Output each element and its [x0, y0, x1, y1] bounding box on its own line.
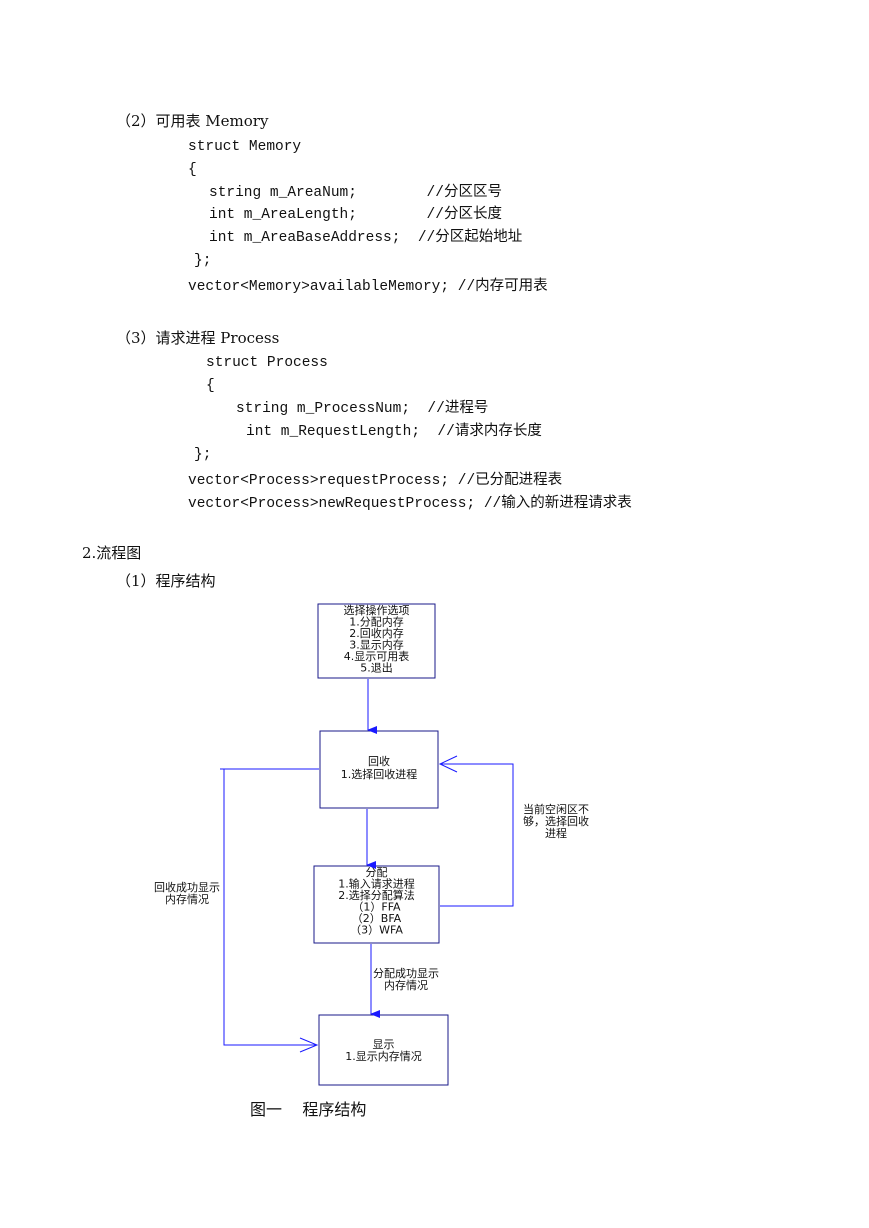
label-right-line: 够，选择回收: [523, 814, 589, 828]
label-insufficient-space: 当前空闲区不够，选择回收进程: [523, 802, 589, 840]
code-line: string m_AreaNum; //分区区号: [209, 185, 502, 201]
menu-box-line: 4.显示可用表: [344, 649, 410, 663]
code-line: struct Process: [206, 355, 328, 371]
label-recycle-success: 回收成功显示内存情况: [154, 880, 220, 906]
code-line: vector<Memory>availableMemory; //内存可用表: [188, 279, 548, 295]
allocate-box-line: （2）BFA: [352, 912, 402, 925]
menu-box-line: 3.显示内存: [349, 638, 404, 652]
code-line: struct Memory: [188, 139, 302, 155]
code-line: string m_ProcessNum; //进程号: [236, 401, 489, 417]
code-line: };: [194, 447, 212, 463]
label-left-line: 回收成功显示: [154, 880, 220, 894]
svg-text:回收1.选择回收进程: 回收1.选择回收进程: [341, 754, 418, 781]
menu-box-line: 1.分配内存: [349, 615, 404, 629]
allocate-box-line: （3）WFA: [350, 924, 403, 937]
svg-text:显示1.显示内存情况: 显示1.显示内存情况: [345, 1038, 422, 1063]
memory-heading: （2）可用表 Memory: [116, 112, 269, 130]
label-bottom-line: 内存情况: [384, 978, 428, 992]
label-right-line: 进程: [545, 827, 567, 840]
section-subtitle: （1）程序结构: [116, 572, 216, 590]
connectors: [220, 679, 514, 1053]
allocate-box-line: （1）FFA: [352, 901, 401, 914]
label-bottom-line: 分配成功显示: [373, 967, 439, 980]
display-box-line: 1.显示内存情况: [345, 1049, 422, 1063]
label-right-line: 当前空闲区不: [523, 802, 589, 816]
allocate-box-line: 分配: [366, 866, 388, 879]
code-line: int m_AreaLength; //分区长度: [209, 207, 502, 223]
code-line: vector<Process>newRequestProcess; //输入的新…: [188, 496, 632, 512]
allocate-box-line: 1.输入请求进程: [338, 877, 415, 891]
label-allocate-success: 分配成功显示内存情况: [373, 967, 439, 992]
recycle-box-line: 回收: [368, 754, 390, 768]
display-box-line: 显示: [373, 1038, 395, 1051]
code-line: {: [188, 162, 197, 178]
figure-caption: 图一 程序结构: [250, 1100, 367, 1119]
code-line: {: [206, 378, 215, 394]
code-line: int m_AreaBaseAddress; //分区起始地址: [209, 230, 523, 246]
code-line: vector<Process>requestProcess; //已分配进程表: [188, 473, 563, 489]
allocate-box-line: 2.选择分配算法: [338, 888, 415, 902]
code-line: };: [194, 253, 212, 269]
menu-box-line: 5.退出: [360, 661, 393, 675]
code-line: int m_RequestLength; //请求内存长度: [246, 424, 542, 440]
recycle-box-line: 1.选择回收进程: [341, 767, 418, 781]
menu-box-line: 2.回收内存: [349, 626, 404, 640]
menu-box-line: 选择操作选项: [344, 603, 410, 617]
section-title: 2.流程图: [82, 544, 142, 562]
label-left-line: 内存情况: [165, 892, 209, 906]
process-heading: （3）请求进程 Process: [116, 329, 280, 347]
